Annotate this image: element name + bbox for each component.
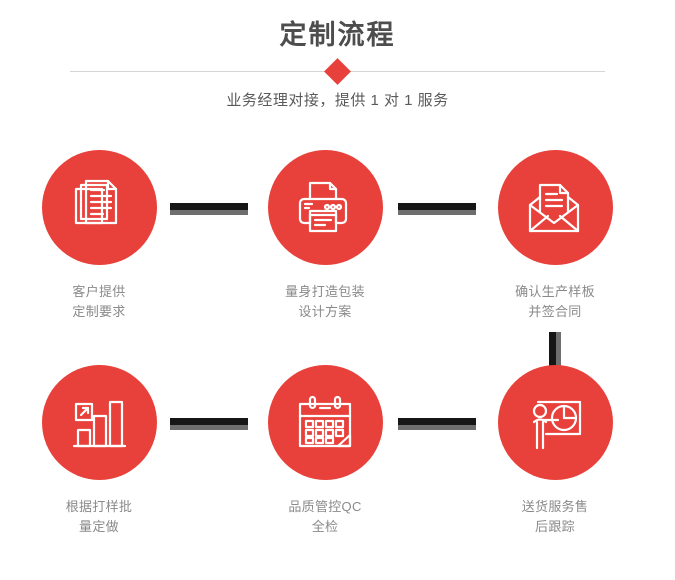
process-step-2[interactable]: 量身打造包装 设计方案 (240, 150, 410, 322)
presenter-pie-chart-icon (524, 392, 586, 454)
step-6-label: 送货服务售 后跟踪 (521, 499, 589, 534)
step-1-label: 客户提供 定制要求 (72, 284, 126, 319)
step-4-icon-circle (41, 365, 157, 480)
process-step-6[interactable]: 送货服务售 后跟踪 (470, 365, 640, 537)
bar-chart-growth-icon (68, 392, 130, 454)
page-subtitle: 业务经理对接，提供 1 对 1 服务 (226, 92, 449, 109)
title-divider (70, 58, 605, 85)
customization-process-infographic: 定制流程 业务经理对接，提供 1 对 1 服务 (41, 20, 613, 534)
step-2-label: 量身打造包装 设计方案 (285, 284, 365, 319)
diamond-icon (323, 58, 351, 85)
step-2-icon-circle (267, 150, 383, 265)
process-row-bottom: 根据打样批 量定做 (0, 365, 675, 580)
calendar-icon (294, 392, 356, 454)
process-steps: 客户提供 定制要求 (0, 150, 675, 580)
page-title: 定制流程 (279, 20, 396, 50)
process-step-4[interactable]: 根据打样批 量定做 (14, 365, 184, 537)
step-3-label: 确认生产样板 并签合同 (515, 284, 595, 319)
process-step-5[interactable]: 品质管控QC 全检 (240, 365, 410, 537)
step-5-icon-circle (267, 365, 383, 480)
envelope-document-icon (524, 177, 586, 239)
connector-horizontal-2 (398, 203, 476, 215)
printer-icon (294, 177, 356, 239)
step-6-icon-circle (497, 365, 613, 480)
step-3-icon-circle (497, 150, 613, 265)
connector-horizontal-3 (170, 418, 248, 430)
connector-horizontal-1 (170, 203, 248, 215)
process-step-1[interactable]: 客户提供 定制要求 (14, 150, 184, 322)
process-row-top: 客户提供 定制要求 (0, 150, 675, 368)
step-5-label: 品质管控QC 全检 (288, 499, 362, 534)
connector-vertical (549, 332, 561, 368)
process-step-3[interactable]: 确认生产样板 并签合同 (470, 150, 640, 322)
step-1-icon-circle (41, 150, 157, 265)
step-4-label: 根据打样批 量定做 (65, 499, 133, 534)
documents-stack-icon (68, 177, 130, 239)
connector-horizontal-4 (398, 418, 476, 430)
